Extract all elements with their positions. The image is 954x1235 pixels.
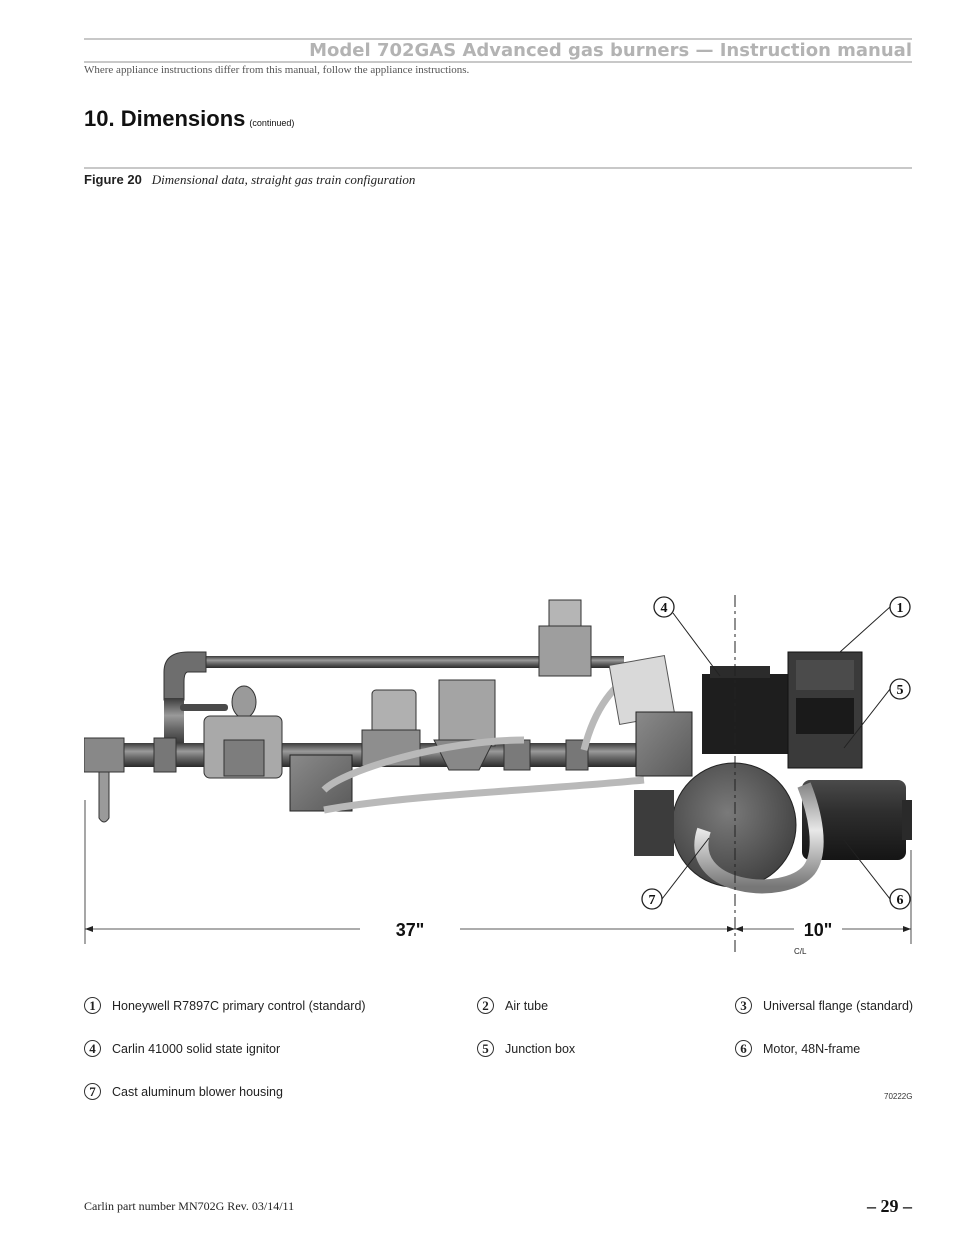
legend-item-5: 5 Junction box: [477, 1040, 575, 1057]
appliance-instructions-note: Where appliance instructions differ from…: [84, 64, 470, 76]
legend-badge: 6: [735, 1040, 752, 1057]
motor-conduit: [694, 782, 824, 894]
dim-37-label: 37": [396, 920, 425, 940]
vertical-riser: [164, 698, 184, 748]
drawing-code: 70222G: [884, 1092, 913, 1101]
upper-gas-pipe: [204, 656, 624, 668]
pipe-union: [153, 737, 177, 773]
legend-item-2: 2 Air tube: [477, 997, 548, 1014]
section-title: 10. Dimensions(continued): [84, 106, 294, 132]
arrow-mid-right: [735, 926, 743, 932]
upper-solenoid-body: [538, 625, 592, 677]
callout-4: 4: [653, 596, 721, 677]
callout-5: 5: [843, 678, 911, 749]
header-top-rule: [84, 38, 912, 40]
continued-note: (continued): [249, 118, 295, 128]
gas-junction-box: [289, 754, 353, 812]
flex-conduit-2: [323, 776, 645, 814]
legend-label: Air tube: [505, 998, 549, 1013]
valve-actuator: [438, 679, 496, 747]
legend-label: Motor, 48N-frame: [763, 1041, 861, 1056]
blower-housing: [671, 762, 797, 888]
burner-chassis: [702, 674, 788, 754]
shutoff-valve-lever: [180, 704, 228, 711]
centerline-label: C/L: [794, 947, 807, 956]
inlet-valve-handle: [98, 771, 110, 823]
legend-label: Junction box: [505, 1041, 576, 1056]
legend-badge: 7: [84, 1083, 101, 1100]
svg-text:5: 5: [897, 683, 904, 698]
primary-control-face: [796, 660, 854, 690]
legend-label: Universal flange (standard): [763, 998, 914, 1013]
primary-control-terminal: [796, 698, 854, 734]
header-bottom-rule: [84, 61, 912, 63]
footer-part-number: Carlin part number MN702G Rev. 03/14/11: [84, 1199, 295, 1213]
legend-badge: 2: [477, 997, 494, 1014]
svg-text:4: 4: [661, 601, 668, 616]
arrow-mid-left: [727, 926, 735, 932]
upper-solenoid: [548, 599, 582, 631]
burner-dimension-diagram: 37" 10" C/L 4 1 5 7 6: [84, 595, 912, 956]
legend-item-6: 6 Motor, 48N-frame: [735, 1040, 860, 1057]
dim-10-label: 10": [804, 920, 833, 940]
legend-item-7: 7 Cast aluminum blower housing: [84, 1083, 283, 1100]
legend-item-1: 1 Honeywell R7897C primary control (stand…: [84, 997, 366, 1014]
figure-number: Figure 20: [84, 172, 142, 187]
svg-text:6: 6: [897, 893, 904, 908]
legend-badge: 5: [477, 1040, 494, 1057]
ignitor-box: [635, 711, 693, 777]
legend-badge: 4: [84, 1040, 101, 1057]
regulator-cap: [231, 685, 257, 719]
figure-caption: Figure 20 Dimensional data, straight gas …: [84, 172, 415, 188]
legend-item-3: 3 Universal flange (standard): [735, 997, 913, 1014]
inlet-valve: [84, 737, 125, 773]
burner-chassis-top: [710, 666, 770, 678]
legend-label: Cast aluminum blower housing: [112, 1084, 283, 1099]
callout-1: 1: [839, 596, 911, 653]
legend-label: Honeywell R7897C primary control (standa…: [112, 998, 366, 1013]
elbow-fitting: [163, 651, 207, 701]
figure-description: Dimensional data, straight gas train con…: [151, 172, 416, 187]
legend-badge: 3: [735, 997, 752, 1014]
section-rule: [84, 167, 912, 169]
callout-7: 7: [641, 837, 710, 910]
motor: [802, 780, 906, 860]
legend-badge: 1: [84, 997, 101, 1014]
svg-text:1: 1: [897, 601, 904, 616]
regulator-base: [223, 739, 265, 777]
housing-flange: [634, 790, 674, 856]
gas-cock: [503, 739, 531, 771]
flex-conduit-1: [321, 736, 525, 793]
arrow-right: [903, 926, 911, 932]
arrow-left: [85, 926, 93, 932]
callout-6: 6: [843, 839, 911, 910]
legend-label: Carlin 41000 solid state ignitor: [112, 1041, 281, 1056]
motor-shaft-end: [902, 800, 912, 840]
svg-text:7: 7: [649, 893, 656, 908]
legend-item-4: 4 Carlin 41000 solid state ignitor: [84, 1040, 280, 1057]
page-number: – 29 –: [867, 1196, 912, 1216]
manual-title: Model 702GAS Advanced gas burners — Inst…: [309, 40, 912, 61]
section-title-text: 10. Dimensions: [84, 106, 246, 131]
